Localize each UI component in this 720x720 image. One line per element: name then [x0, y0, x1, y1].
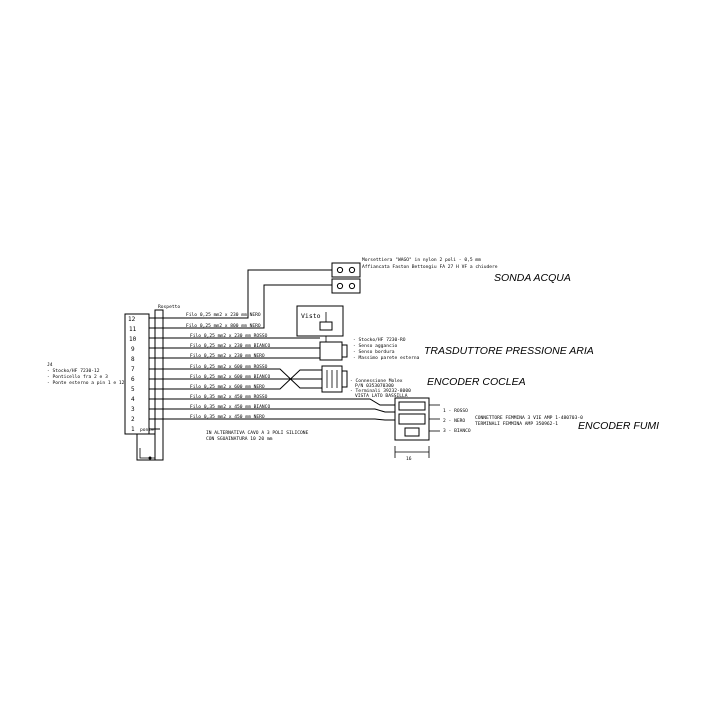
terminal-strip-label: Rospetto [158, 304, 180, 310]
wire-label: Filo 0,25 mm2 x 230 mm NERO [186, 312, 261, 318]
trasduttore-note: - Senso aggancio [353, 343, 397, 349]
trasduttore-title: TRASDUTTORE PRESSIONE ARIA [424, 345, 594, 357]
connector-j4-title: J4 [47, 362, 53, 368]
pin-number: 12 [128, 316, 136, 323]
sonda-acqua-terminal: Morsettiera "WAGO" in nylon 2 poli - 0,5… [331, 257, 571, 294]
coclea-note: VISTA LATO BASSILLA [355, 393, 408, 399]
connector-j4-line: - Ponticello fra 2 e 3 [47, 374, 108, 380]
fumi-group: 1 - ROSSO 2 - NERO 3 - BIANCO CONNETTORE… [394, 397, 659, 462]
fumi-note: TERMINALI FEMMINA AMP 350962-1 [475, 421, 558, 427]
bridge-node [148, 456, 152, 460]
fumi-pin-label: 2 - NERO [443, 418, 465, 424]
terminal-block-lower [331, 278, 361, 294]
wire-pin4 [149, 398, 395, 406]
pin-number: 1 [131, 426, 135, 433]
screw-icon [348, 266, 356, 274]
fumi-dimension-line [394, 446, 430, 458]
trasduttore-view-box [296, 305, 344, 337]
coclea-note: - Terminali 39232-8000 [350, 388, 411, 394]
cable-note: CON SGUAINATURA 10 20 mm [206, 436, 273, 442]
wire-label: Filo 0,25 mm2 x 600 mm BIANCO [190, 374, 270, 380]
trasduttore-group: Visto - Stocko/HF 7230-RO - Senso agganc… [296, 305, 594, 361]
wire-label: Filo 0,25 mm2 x 230 mm BIANCO [190, 343, 270, 349]
pin-number: 5 [131, 386, 135, 393]
connector-j4-line: - Stocko/HF 7230-12 [47, 368, 100, 374]
coclea-title: ENCODER COCLEA [427, 376, 526, 388]
wire-label: Filo 0,25 mm2 x 600 mm NERO [190, 384, 265, 390]
sonda-note: Morsettiera "WAGO" in nylon 2 poli - 0,5… [362, 257, 481, 263]
pin-number: 11 [129, 326, 137, 333]
cable-note: IN ALTERNATIVA CAVO A 3 POLI SILICONE [206, 430, 309, 436]
wire-label: Filo 0,25 mm2 x 230 mm ROSSO [190, 333, 268, 339]
wire-pin3 [149, 408, 395, 413]
pin-number: 7 [131, 366, 135, 373]
pin-numbers: 12 11 10 9 8 7 6 5 4 3 2 1 [128, 316, 137, 433]
fumi-dimension: 16 [406, 456, 412, 462]
screw-icon [336, 266, 344, 274]
wire-pin12 [149, 269, 332, 319]
wire-pin2 [149, 418, 395, 421]
fumi-slot [398, 413, 426, 425]
visto-label: Visto [301, 312, 321, 320]
pin-number: 4 [131, 396, 135, 403]
coclea-note: - Connessione Molex [350, 378, 403, 384]
pin-number: 9 [131, 346, 135, 353]
screw-icon [336, 282, 344, 290]
terminal-block-upper [331, 262, 361, 278]
pin-number: 6 [131, 376, 135, 383]
wire-label: Filo 0,35 mm2 x 450 mm ROSSO [190, 394, 268, 400]
bridge-tag: ponte [140, 427, 154, 433]
connector-j4-body [124, 313, 150, 435]
fumi-slot [398, 401, 426, 411]
connector-j4-label: J4 - Stocko/HF 7230-12 - Ponticello fra … [47, 362, 125, 386]
wire-label: Filo 0,25 mm2 x 600 mm ROSSO [190, 364, 268, 370]
pin-number: 8 [131, 356, 135, 363]
coclea-tab [341, 370, 348, 388]
fumi-note: CONNETTORE FEMMINA 3 VIE AMP 1-480703-0 [475, 415, 583, 421]
connector-j4-line: - Ponte esterno a pin 1 e 12 [47, 380, 125, 386]
coclea-note: P/N 0353070300 [355, 383, 394, 389]
wire-pin11 [149, 284, 332, 329]
trasduttore-note: - Senso bordura [353, 349, 395, 355]
trasduttore-note: - Massimo parete esterna [353, 355, 420, 361]
sonda-acqua-title: SONDA ACQUA [494, 272, 571, 284]
pin-number: 3 [131, 406, 135, 413]
fumi-slot [404, 427, 420, 437]
screw-icon [348, 282, 356, 290]
pin-number: 2 [131, 416, 135, 423]
sonda-note: Affiancata Faston Bettongiu FA 27 H VF a… [362, 264, 498, 270]
pin-number: 10 [129, 336, 137, 343]
fumi-pin-label: 3 - BIANCO [443, 428, 471, 434]
trasduttore-note: - Stocko/HF 7230-RO [353, 337, 406, 343]
wire-labels: Filo 0,25 mm2 x 230 mm NERO Filo 0,25 mm… [186, 312, 270, 420]
wire-label: Filo 0,35 mm2 x 450 mm BIANCO [190, 404, 270, 410]
view-connector [319, 321, 333, 331]
terminal-strip [154, 309, 164, 461]
wire-label: Filo 0,25 mm2 x 800 mm NERO [186, 323, 261, 329]
fumi-title: ENCODER FUMI [578, 420, 659, 432]
trasduttore-connector [319, 341, 343, 361]
wire-label: Filo 0,35 mm2 x 450 mm NERO [190, 414, 265, 420]
wire-pin5 [149, 369, 322, 390]
fumi-pin-label: 1 - ROSSO [443, 408, 468, 414]
wire-label: Filo 0,25 mm2 x 230 mm NERO [190, 353, 265, 359]
coclea-group: - Connessione Molex P/N 0353070300 - Ter… [321, 365, 526, 399]
trasduttore-tab [341, 344, 348, 358]
